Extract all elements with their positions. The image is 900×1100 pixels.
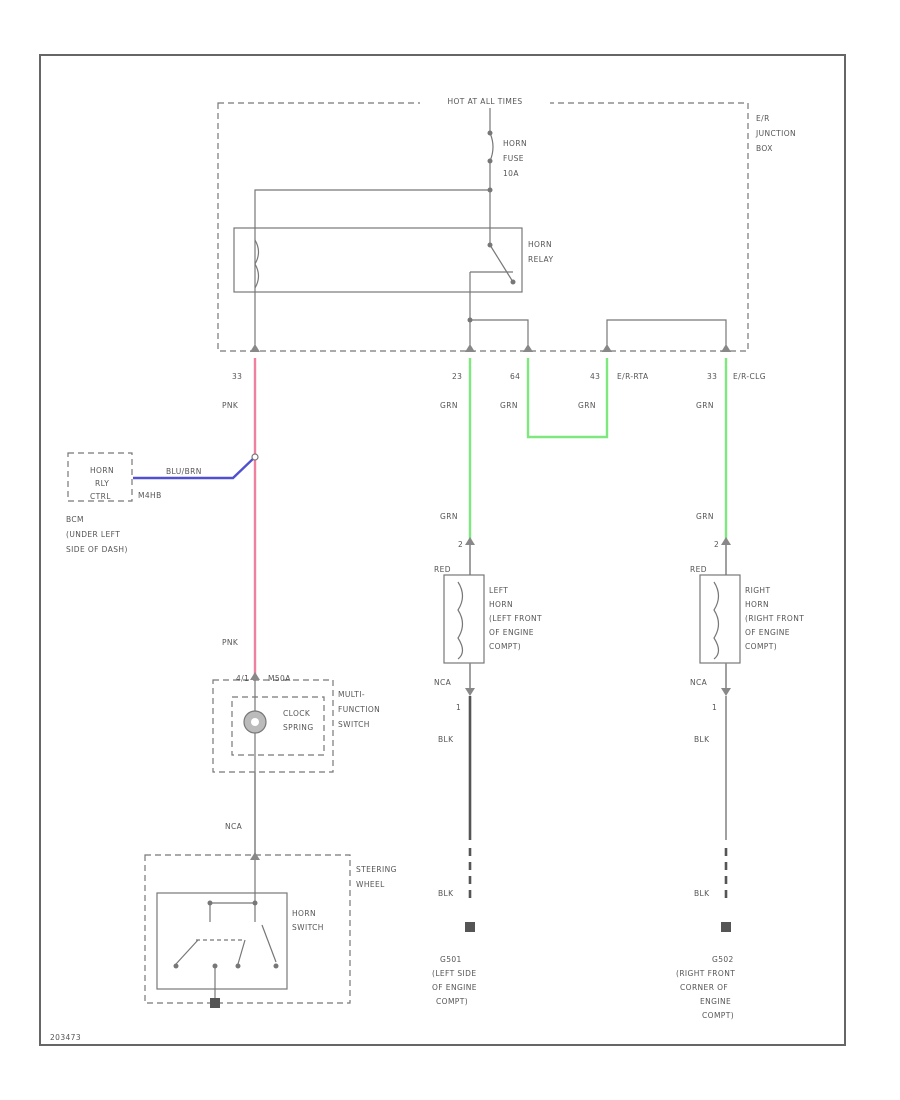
pnk-label-bottom: PNK [222, 638, 239, 647]
blu-label: BLU/BRN [166, 467, 202, 476]
bcm-box-label-1: HORN [90, 466, 114, 475]
steering-wheel-label-1: STEERING [356, 865, 397, 874]
grn-label-5: GRN [440, 512, 458, 521]
right-horn: 2 RED RIGHT HORN (RIGHT FRONT OF ENGINE … [690, 537, 804, 712]
diagram-frame [39, 54, 846, 1046]
mfs-connector-label: M50A [268, 674, 291, 683]
junction-box-label-1: E/R [756, 114, 770, 123]
left-ground-label-4: COMPT) [436, 997, 468, 1006]
right-horn-label-2: HORN [745, 600, 769, 609]
right-horn-pin-2: 2 [714, 540, 719, 549]
bcm-box-label-3: CTRL [90, 492, 111, 501]
pin-label-5: 33 [707, 372, 717, 381]
pin-label-4: 43 [590, 372, 600, 381]
right-ground-label-5: COMPT) [702, 1011, 734, 1020]
horn-relay-label-1: HORN [528, 240, 552, 249]
pin-label-2: 23 [452, 372, 462, 381]
mfs-label-1: MULTI- [338, 690, 365, 699]
right-blk-label-1: BLK [694, 735, 710, 744]
right-nca-label: NCA [690, 678, 708, 687]
bcm-location-2: (UNDER LEFT [66, 530, 120, 539]
horn-relay: HORN RELAY [233, 227, 553, 352]
right-horn-label-5: COMPT) [745, 642, 777, 651]
bcm-location-1: BCM [66, 515, 84, 524]
left-ground-label-1: G501 [440, 955, 462, 964]
right-horn-label-4: OF ENGINE [745, 628, 790, 637]
horn-fuse-label-3: 10A [503, 169, 519, 178]
grn-label-6: GRN [696, 512, 714, 521]
mfs-pin-label: 4/1 [236, 674, 249, 683]
left-pin-1: 1 [456, 703, 461, 712]
bcm-horn-relay-control: HORN RLY CTRL BLU/BRN M4HB BCM (UNDER LE… [66, 452, 259, 554]
left-ground: G501 (LEFT SIDE OF ENGINE COMPT) [432, 922, 477, 1006]
right-ground-label-3: CORNER OF [680, 983, 728, 992]
grn-label-4: GRN [696, 401, 714, 410]
pin-label-1: 33 [232, 372, 242, 381]
right-ground-label-1: G502 [712, 955, 734, 964]
left-ground-label-2: (LEFT SIDE [432, 969, 476, 978]
grn-label-1: GRN [440, 401, 458, 410]
mfs-label-3: SWITCH [338, 720, 370, 729]
horn-switch-label-2: SWITCH [292, 923, 324, 932]
connector-label-clg: E/R-CLG [733, 372, 766, 381]
multifunction-switch: 4/1 M50A CLOCK SPRING MULTI- FUNCTION SW… [212, 672, 380, 773]
nca-label: NCA [225, 822, 243, 831]
green-jumper-wire [526, 358, 609, 439]
right-ground: G502 (RIGHT FRONT CORNER OF ENGINE COMPT… [676, 922, 735, 1020]
right-ground-label-4: ENGINE [700, 997, 731, 1006]
left-horn-label-4: OF ENGINE [489, 628, 534, 637]
bcm-connector-label: M4HB [138, 491, 162, 500]
left-horn-label-1: LEFT [489, 586, 508, 595]
connector-label-rta: E/R-RTA [617, 372, 649, 381]
horn-relay-label-2: RELAY [528, 255, 553, 264]
left-blk-label-1: BLK [438, 735, 454, 744]
grn-label-3: GRN [578, 401, 596, 410]
right-red-label: RED [690, 565, 707, 574]
junction-pins: 33 23 64 43 E/R-RTA 33 E/R-CLG [232, 344, 766, 381]
junction-box-label-2: JUNCTION [755, 129, 796, 138]
bcm-box-label-2: RLY [95, 479, 109, 488]
figure-id: 203473 [50, 1033, 81, 1042]
horn-fuse-label-1: HORN [503, 139, 527, 148]
right-blk-label-2: BLK [694, 889, 710, 898]
left-blk-label-2: BLK [438, 889, 454, 898]
right-horn-label-3: (RIGHT FRONT [745, 614, 804, 623]
horn-fuse: HORN FUSE 10A [487, 108, 527, 178]
horn-switch-label-1: HORN [292, 909, 316, 918]
pnk-label-top: PNK [222, 401, 239, 410]
steering-wheel: STEERING WHEEL HORN SWITCH [144, 852, 397, 1008]
junction-box: HOT AT ALL TIMES E/R JUNCTION BOX [217, 96, 796, 352]
grn-label-2: GRN [500, 401, 518, 410]
pin-label-3: 64 [510, 372, 520, 381]
left-horn-pin-2: 2 [458, 540, 463, 549]
right-horn-label-1: RIGHT [745, 586, 770, 595]
horn-switch [156, 892, 288, 990]
left-ground-label-3: OF ENGINE [432, 983, 477, 992]
clock-spring-label-2: SPRING [283, 723, 314, 732]
horn-switch-ground [210, 998, 220, 1008]
hot-at-all-times-label: HOT AT ALL TIMES [447, 97, 522, 106]
left-nca-label: NCA [434, 678, 452, 687]
clock-spring-label-1: CLOCK [283, 709, 311, 718]
left-horn-label-5: COMPT) [489, 642, 521, 651]
left-horn: 2 RED LEFT HORN (LEFT FRONT OF ENGINE CO… [434, 537, 542, 712]
right-ground-label-2: (RIGHT FRONT [676, 969, 735, 978]
horn-fuse-label-2: FUSE [503, 154, 524, 163]
left-horn-label-2: HORN [489, 600, 513, 609]
junction-box-label-3: BOX [756, 144, 773, 153]
blue-wire [133, 456, 256, 480]
bcm-location-3: SIDE OF DASH) [66, 545, 128, 554]
left-red-label: RED [434, 565, 451, 574]
mfs-label-2: FUNCTION [338, 705, 380, 714]
left-horn-label-3: (LEFT FRONT [489, 614, 542, 623]
steering-wheel-label-2: WHEEL [356, 880, 385, 889]
right-pin-1: 1 [712, 703, 717, 712]
